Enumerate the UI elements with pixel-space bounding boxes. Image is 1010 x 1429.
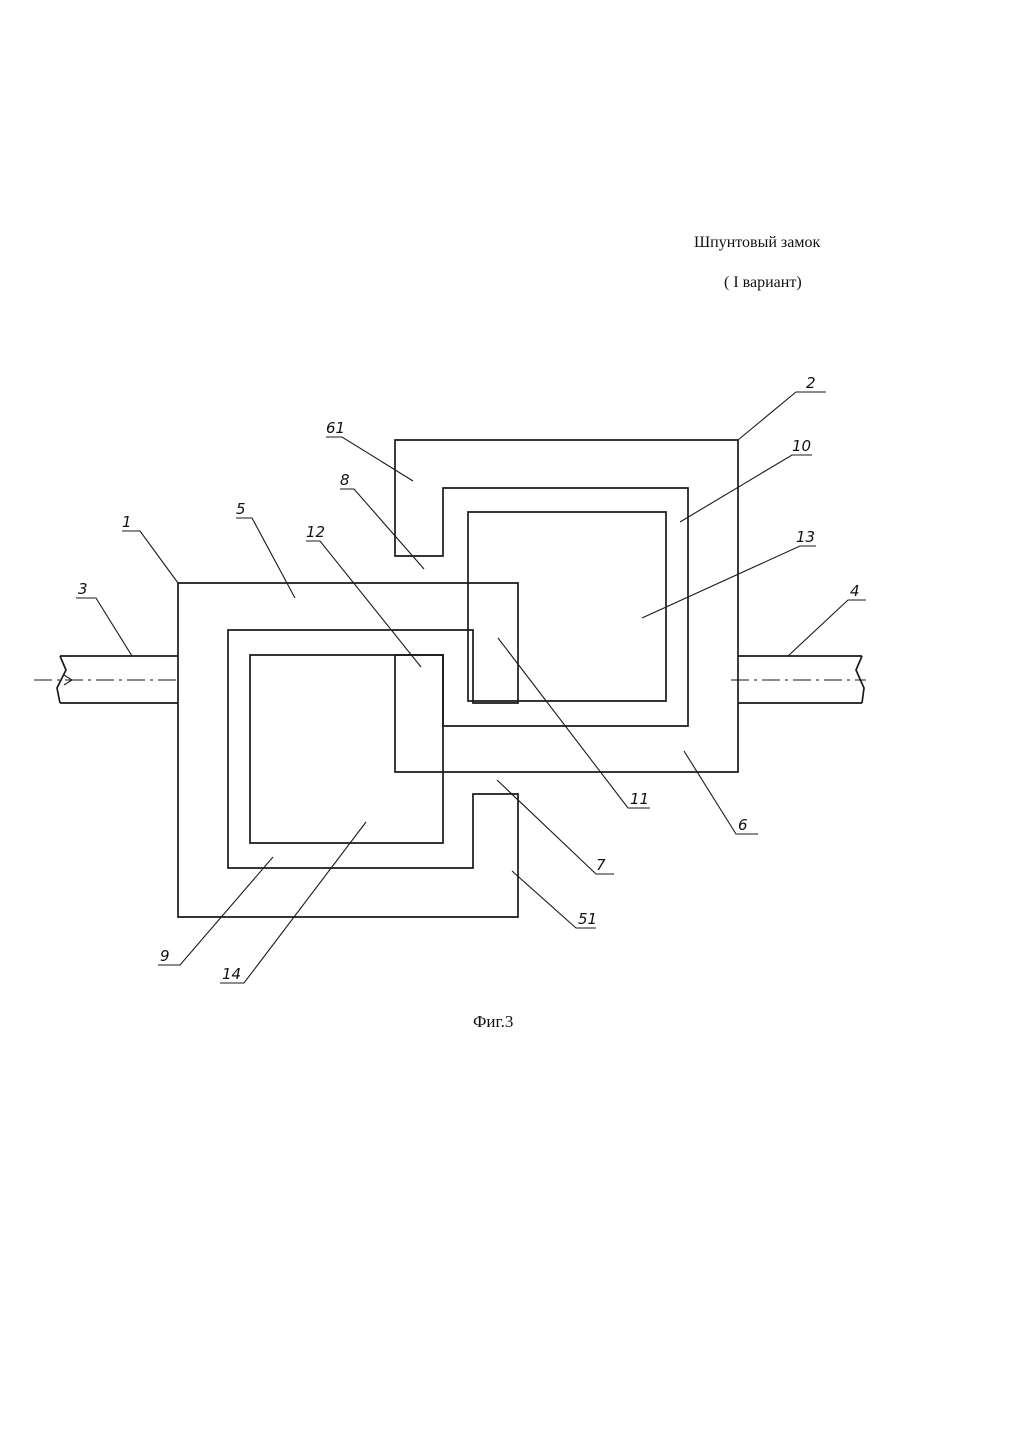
pile-3-arrow: [63, 674, 74, 686]
leader-12: [306, 540, 422, 668]
label-2: 2: [806, 374, 816, 392]
label-10: 10: [792, 437, 811, 455]
label-14: 14: [222, 965, 241, 983]
drawing-subtitle: ( I вариант): [724, 274, 802, 291]
label-7: 7: [596, 856, 606, 874]
label-51: 51: [578, 910, 597, 928]
element-1-outline: [177, 582, 519, 918]
label-11: 11: [630, 790, 649, 808]
leader-4: [787, 599, 866, 657]
leader-5: [236, 517, 296, 599]
leader-10: [679, 454, 812, 523]
leader-7: [496, 779, 614, 875]
label-8: 8: [340, 471, 350, 489]
label-12: 12: [306, 523, 325, 541]
leader-lines: [76, 391, 866, 984]
leader-11: [497, 637, 650, 809]
drawing-title: Шпунтовый замок: [694, 234, 821, 251]
pile-4-break-mark: [855, 655, 865, 704]
leader-51: [511, 870, 596, 929]
leader-1: [122, 530, 179, 584]
label-5: 5: [236, 500, 246, 518]
leader-13: [641, 545, 816, 619]
pile-3-break-mark: [56, 655, 67, 704]
cavity-13-outline: [467, 511, 667, 702]
leader-2: [737, 391, 826, 441]
label-1: 1: [122, 513, 132, 531]
leader-14: [220, 821, 367, 984]
leader-6: [683, 750, 758, 835]
label-4: 4: [850, 582, 860, 600]
label-3: 3: [78, 580, 88, 598]
cavity-14-outline: [249, 654, 444, 844]
figure-caption: Фиг.3: [473, 1012, 514, 1031]
label-13: 13: [796, 528, 815, 546]
leader-9: [158, 856, 274, 966]
label-9: 9: [160, 947, 170, 965]
leader-8: [340, 488, 425, 570]
leader-3: [76, 597, 133, 657]
reference-numerals: 1 2 3 4 5 6 61 51 7 8 9 10 11 12 13 14: [78, 374, 860, 983]
label-61: 61: [326, 419, 345, 437]
leader-61: [326, 436, 414, 482]
label-6: 6: [738, 816, 748, 834]
element-2-outline: [394, 439, 739, 773]
